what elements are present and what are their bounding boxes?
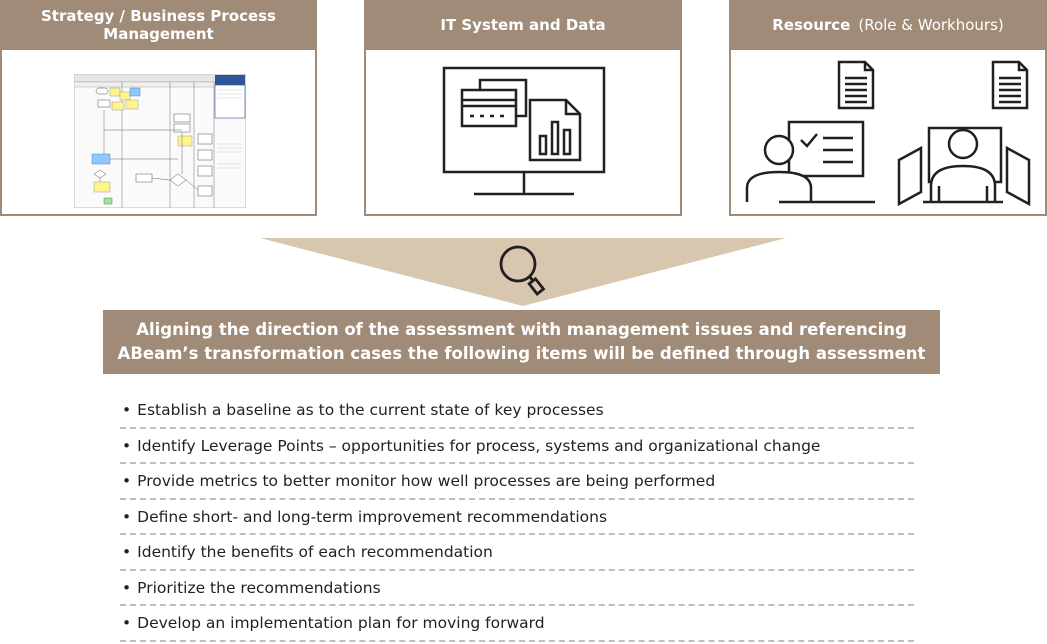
list-item: • Prioritize the recommendations (120, 572, 914, 606)
bullet: • (122, 543, 132, 562)
banner-line1: Aligning the direction of the assessment… (136, 320, 907, 339)
it-panel-header: IT System and Data (366, 0, 680, 50)
list-item-text: Develop an implementation plan for movin… (137, 614, 545, 633)
funnel-arrow (260, 238, 786, 306)
list-item: • Develop an implementation plan for movi… (120, 607, 914, 642)
list-item-text: Prioritize the recommendations (137, 578, 381, 597)
list-item: • Identify Leverage Points – opportunitie… (120, 430, 914, 464)
bullet: • (122, 436, 132, 455)
list-item: • Establish a baseline as to the current … (120, 394, 914, 429)
list-item-text: Establish a baseline as to the current s… (137, 401, 604, 420)
bullet: • (122, 401, 132, 420)
assessment-banner: Aligning the direction of the assessment… (103, 310, 940, 374)
bullet: • (122, 614, 132, 633)
list-item-text: Identify Leverage Points – opportunities… (137, 436, 821, 455)
list-item-text: Define short- and long-term improvement … (137, 507, 608, 526)
bullet: • (122, 507, 132, 526)
it-panel-title: IT System and Data (440, 16, 606, 34)
strategy-panel-title-line1: Strategy / Business Process (40, 7, 276, 25)
process-flowchart-icon (74, 74, 246, 208)
list-item: • Provide metrics to better monitor how w… (120, 465, 914, 500)
monitor-data-icon (442, 66, 606, 196)
list-item-text: Provide metrics to better monitor how we… (137, 472, 716, 491)
strategy-panel-header: Strategy / Business Process Management (2, 0, 315, 50)
magnifier-icon (499, 245, 546, 296)
strategy-process-panel: Strategy / Business Process Management (0, 0, 317, 216)
strategy-panel-title-line2: Management (103, 25, 214, 43)
list-item-text: Identify the benefits of each recommenda… (137, 543, 493, 562)
bullet: • (122, 578, 132, 597)
banner-line2: ABeam’s transformation cases the followi… (117, 344, 926, 363)
resource-panel-header: Resource (Role & Workhours) (731, 0, 1045, 50)
it-system-panel: IT System and Data (364, 0, 682, 216)
bullet: • (122, 472, 132, 491)
resource-panel-title: Resource (772, 16, 851, 34)
list-item: • Identify the benefits of each recommend… (120, 536, 914, 571)
assessment-items-list: • Establish a baseline as to the current … (120, 394, 914, 643)
people-workstation-icon (745, 60, 1031, 207)
list-item: • Define short- and long-term improvement… (120, 501, 914, 535)
resource-panel: Resource (Role & Workhours) (729, 0, 1047, 216)
resource-panel-subtitle: (Role & Workhours) (858, 16, 1004, 34)
